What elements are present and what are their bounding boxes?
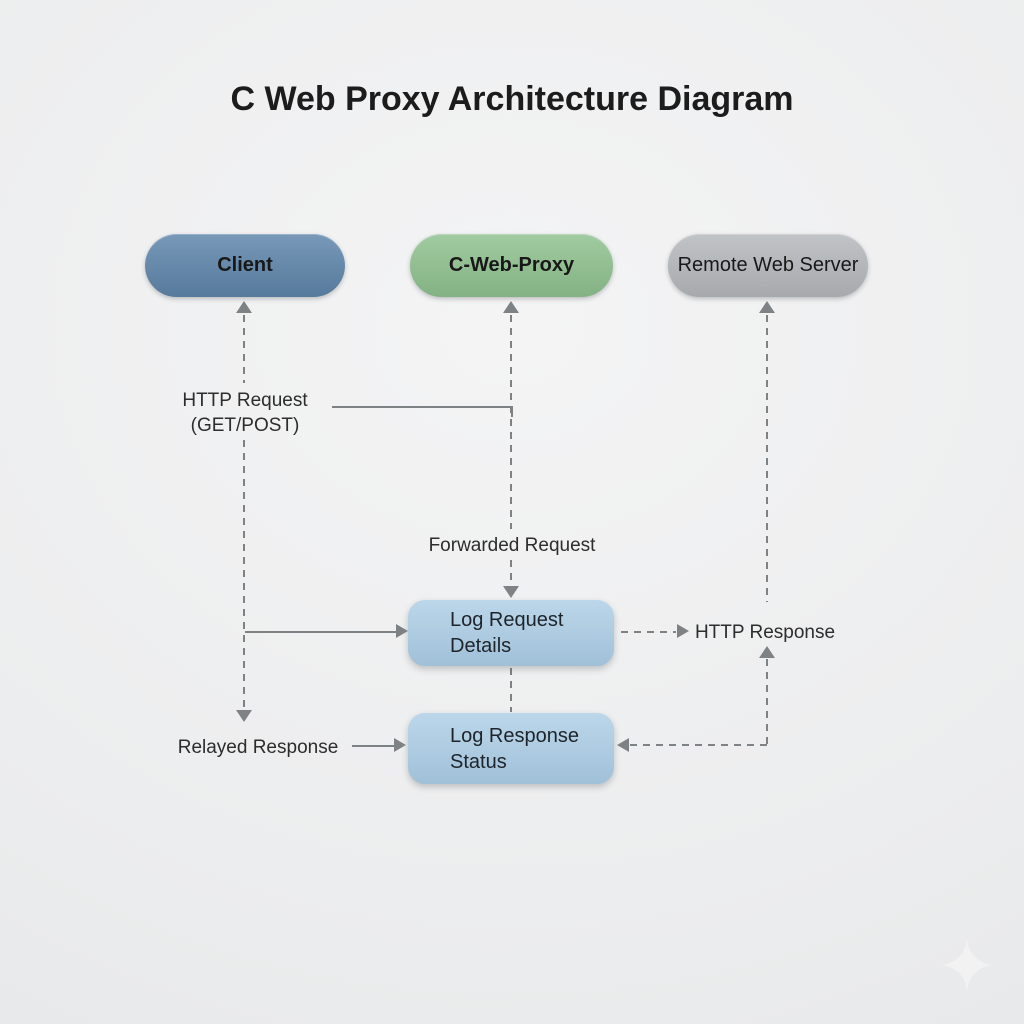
- log-response-node: Log Response Status: [408, 713, 614, 784]
- remote-server-node-label: Remote Web Server: [677, 254, 859, 276]
- proxy-lifeline-mid: [510, 560, 512, 586]
- diagram-title: C Web Proxy Architecture Diagram: [230, 80, 794, 118]
- http-request-connector-line: [332, 406, 513, 417]
- forwarded-request-label: Forwarded Request: [428, 535, 596, 556]
- remote-lifeline-lower: [766, 659, 768, 746]
- client-lifeline-arrowhead-up-icon: [236, 301, 252, 313]
- forwarded-request-arrowhead-down-icon: [503, 586, 519, 598]
- client-lifeline-arrowhead-down-icon: [236, 710, 252, 722]
- client-node-label: Client: [217, 254, 273, 276]
- remote-to-log-response-arrowhead-left-icon: [617, 738, 629, 752]
- relayed-response-label: Relayed Response: [177, 737, 339, 758]
- log-request-node-label: Log Request Details: [450, 609, 564, 657]
- client-to-log-request-arrowhead-right-icon: [396, 624, 408, 638]
- remote-lifeline-arrowhead-up-icon: [759, 301, 775, 313]
- remote-server-node: Remote Web Server: [668, 234, 868, 297]
- client-lifeline-upper: [243, 315, 245, 383]
- http-request-label: HTTP Request (GET/POST): [182, 390, 308, 436]
- log-request-node: Log Request Details: [408, 600, 614, 666]
- relayed-to-log-response-arrowhead-right-icon: [394, 738, 406, 752]
- client-to-log-request-line: [245, 631, 396, 633]
- proxy-lifeline-upper: [510, 315, 512, 529]
- proxy-node: C-Web-Proxy: [410, 234, 613, 297]
- proxy-lifeline-between-logboxes: [510, 668, 512, 712]
- log-request-to-response-dashed-line: [621, 631, 676, 633]
- relayed-to-log-response-line: [352, 745, 394, 747]
- proxy-node-label: C-Web-Proxy: [448, 254, 575, 276]
- client-lifeline-lower: [243, 440, 245, 710]
- log-response-node-label: Log Response Status: [450, 724, 579, 773]
- remote-lifeline-upper: [766, 315, 768, 602]
- sparkle-icon: [941, 939, 993, 991]
- http-response-label: HTTP Response: [694, 622, 836, 643]
- proxy-lifeline-arrowhead-up-icon: [503, 301, 519, 313]
- log-request-to-response-arrowhead-right-icon: [677, 624, 689, 638]
- remote-to-log-response-dashed-line: [630, 744, 767, 746]
- client-node: Client: [145, 234, 345, 297]
- http-response-arrowhead-up-icon: [759, 646, 775, 658]
